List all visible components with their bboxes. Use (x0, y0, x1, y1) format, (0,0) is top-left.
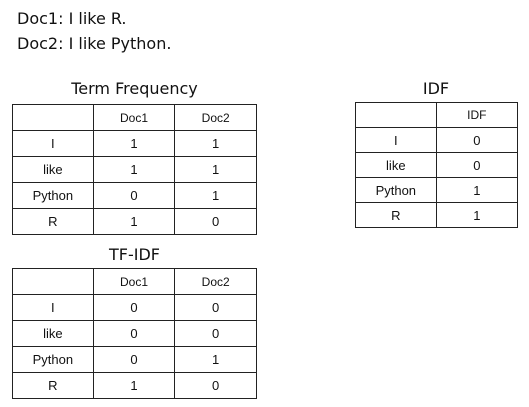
tfidf-table-title: TF-IDF (109, 245, 160, 264)
tfidf-table: Doc1 Doc2 I 0 0 like 0 0 Python 0 1 R 1 … (12, 268, 257, 399)
idf-term-cell: I (355, 127, 437, 153)
table-row: Python 0 1 (12, 346, 257, 373)
table-row: Python 0 1 (12, 182, 257, 209)
tf-value-cell: 0 (174, 208, 257, 235)
idf-term-cell: Python (355, 177, 437, 203)
idf-value-cell: 0 (435, 152, 519, 178)
idf-table-title: IDF (422, 79, 450, 98)
tfidf-value-cell: 1 (92, 372, 176, 399)
idf-value-cell: 0 (435, 127, 519, 153)
tf-value-cell: 1 (174, 156, 257, 183)
tf-term-cell: R (12, 208, 94, 235)
tfidf-term-cell: like (12, 320, 94, 347)
table-row: I 1 1 (12, 130, 257, 157)
idf-term-cell: like (355, 152, 437, 178)
tf-header-cell: Doc1 (92, 104, 176, 131)
tf-value-cell: 1 (174, 130, 257, 157)
tfidf-value-cell: 0 (92, 346, 176, 373)
tfidf-term-cell: Python (12, 346, 94, 373)
idf-header-row: IDF (355, 102, 519, 128)
tf-header-row: Doc1 Doc2 (12, 104, 257, 131)
table-row: like 0 0 (12, 320, 257, 347)
tfidf-header-cell: Doc2 (174, 268, 257, 295)
tf-value-cell: 0 (92, 182, 176, 209)
tfidf-value-cell: 0 (92, 320, 176, 347)
tf-value-cell: 1 (174, 182, 257, 209)
tfidf-term-cell: I (12, 294, 94, 321)
idf-value-cell: 1 (435, 177, 519, 203)
tfidf-value-cell: 0 (174, 320, 257, 347)
tfidf-header-row: Doc1 Doc2 (12, 268, 257, 295)
idf-header-cell: IDF (435, 102, 519, 128)
table-row: I 0 0 (12, 294, 257, 321)
tfidf-term-cell: R (12, 372, 94, 399)
table-row: Python 1 (355, 177, 519, 203)
idf-header-cell (355, 102, 437, 128)
tfidf-value-cell: 0 (92, 294, 176, 321)
tf-table: Doc1 Doc2 I 1 1 like 1 1 Python 0 1 R 1 … (12, 104, 257, 235)
tf-term-cell: like (12, 156, 94, 183)
table-row: R 1 (355, 202, 519, 228)
tfidf-header-cell (12, 268, 94, 295)
table-row: R 1 0 (12, 208, 257, 235)
tf-header-cell: Doc2 (174, 104, 257, 131)
doc2-text: Doc2: I like Python. (17, 34, 172, 53)
table-row: R 1 0 (12, 372, 257, 399)
tf-value-cell: 1 (92, 208, 176, 235)
tf-table-title: Term Frequency (71, 79, 198, 98)
tf-term-cell: Python (12, 182, 94, 209)
idf-term-cell: R (355, 202, 437, 228)
tfidf-header-cell: Doc1 (92, 268, 176, 295)
tf-header-cell (12, 104, 94, 131)
doc1-text: Doc1: I like R. (17, 9, 127, 28)
idf-value-cell: 1 (435, 202, 519, 228)
table-row: like 1 1 (12, 156, 257, 183)
tfidf-value-cell: 0 (174, 294, 257, 321)
tfidf-value-cell: 1 (174, 346, 257, 373)
table-row: like 0 (355, 152, 519, 178)
tf-value-cell: 1 (92, 156, 176, 183)
table-row: I 0 (355, 127, 519, 153)
tf-term-cell: I (12, 130, 94, 157)
idf-table: IDF I 0 like 0 Python 1 R 1 (355, 102, 519, 228)
tfidf-value-cell: 0 (174, 372, 257, 399)
tf-value-cell: 1 (92, 130, 176, 157)
